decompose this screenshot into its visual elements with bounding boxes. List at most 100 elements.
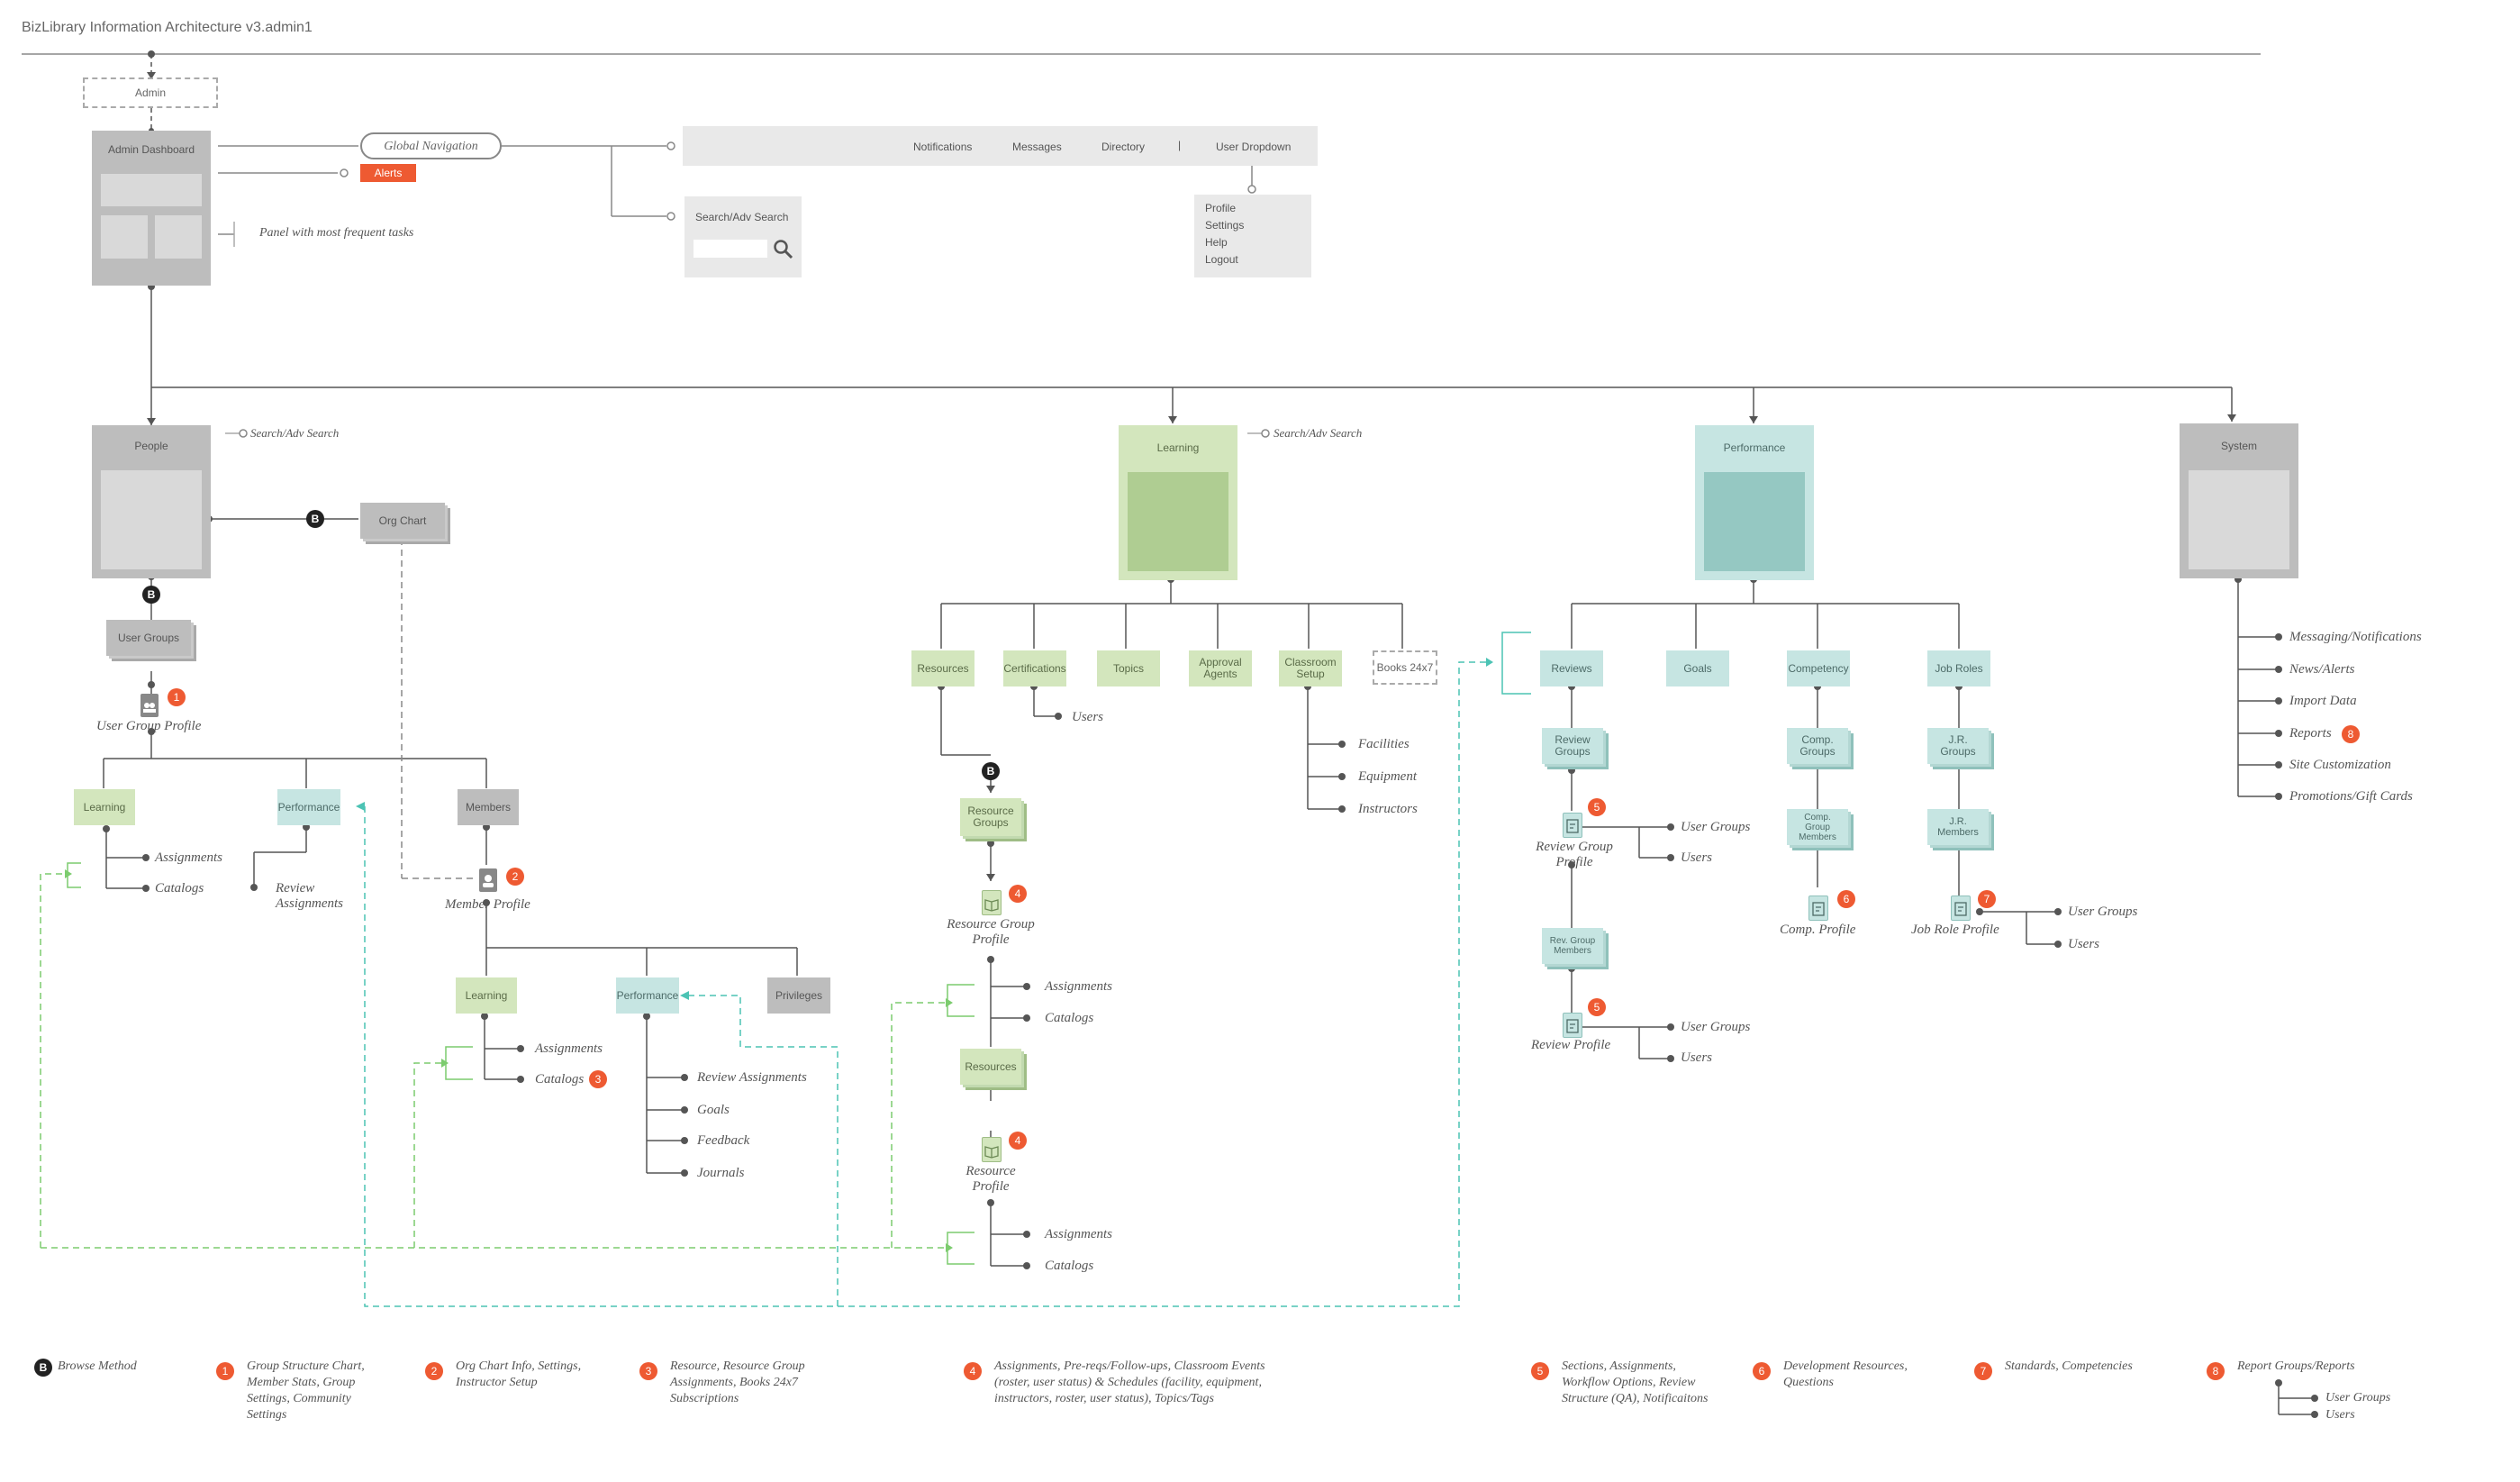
mp-assignments[interactable]: Assignments xyxy=(535,1041,603,1056)
rgp-user-groups[interactable]: User Groups xyxy=(1681,820,1751,834)
menu-item-profile[interactable]: Profile xyxy=(1205,202,1237,214)
badge-3: 3 xyxy=(589,1070,607,1088)
system-node[interactable]: System xyxy=(2180,423,2298,578)
rp-user-groups[interactable]: User Groups xyxy=(1681,1020,1751,1034)
members-node[interactable]: Members xyxy=(458,789,519,825)
system-site-customization[interactable]: Site Customization xyxy=(2289,758,2391,772)
menu-item-help[interactable]: Help xyxy=(1205,236,1228,249)
alerts-badge[interactable]: Alerts xyxy=(360,164,416,182)
ugp-performance-node[interactable]: Performance xyxy=(277,789,340,825)
ugp-review-assignments[interactable]: Review Assignments xyxy=(276,881,343,911)
system-panel xyxy=(2189,470,2289,569)
legend-5: Sections, Assignments,Workflow Options, … xyxy=(1562,1359,1709,1405)
ugp-catalogs[interactable]: Catalogs xyxy=(155,881,204,896)
system-promotions[interactable]: Promotions/Gift Cards xyxy=(2289,789,2413,804)
mp-journals[interactable]: Journals xyxy=(697,1166,745,1180)
resources-node[interactable]: Resources xyxy=(911,650,974,686)
legend-badge-8: 8 xyxy=(2207,1362,2225,1380)
global-navigation-node[interactable]: Global Navigation xyxy=(360,132,502,159)
goals-node[interactable]: Goals xyxy=(1666,650,1729,686)
resource-groups-node[interactable]: Resource Groups xyxy=(960,798,1021,836)
dashboard-panel-right xyxy=(155,215,202,259)
approval-agents-node[interactable]: Approval Agents xyxy=(1189,650,1252,686)
classroom-equipment[interactable]: Equipment xyxy=(1358,769,1417,784)
classroom-instructors[interactable]: Instructors xyxy=(1358,802,1418,816)
nav-messages[interactable]: Messages xyxy=(1012,141,1062,153)
performance-node[interactable]: Performance xyxy=(1695,425,1814,580)
legend-8-user-groups: User Groups xyxy=(2325,1391,2391,1405)
legend-8: Report Groups/Reports xyxy=(2237,1359,2355,1373)
nav-notifications[interactable]: Notifications xyxy=(913,141,973,153)
page-title: BizLibrary Information Architecture v3.a… xyxy=(22,20,313,35)
user-groups-node[interactable]: User Groups xyxy=(106,620,191,656)
mp-review-assignments[interactable]: Review Assignments xyxy=(697,1070,807,1085)
ugp-learning-node[interactable]: Learning xyxy=(74,789,135,825)
jr-groups-node[interactable]: J.R. Groups xyxy=(1927,728,1989,764)
org-chart-node[interactable]: Org Chart xyxy=(360,503,445,539)
people-label: People xyxy=(134,440,168,452)
rp-assignments[interactable]: Assignments xyxy=(1045,1227,1112,1241)
search-input[interactable] xyxy=(693,240,767,258)
review-profile-label: Review Profile xyxy=(1531,1038,1611,1052)
admin-dashboard-node[interactable]: Admin Dashboard xyxy=(92,131,211,286)
ugp-assignments[interactable]: Assignments xyxy=(155,850,222,865)
badge-5: 5 xyxy=(1588,998,1606,1016)
system-news-alerts[interactable]: News/Alerts xyxy=(2289,662,2355,677)
rp-users[interactable]: Users xyxy=(1681,1050,1713,1065)
job-roles-node[interactable]: Job Roles xyxy=(1927,650,1990,686)
rg-assignments[interactable]: Assignments xyxy=(1045,979,1112,994)
member-profile-icon xyxy=(479,868,497,892)
system-messaging[interactable]: Messaging/Notifications xyxy=(2289,630,2422,644)
reviews-node[interactable]: Reviews xyxy=(1540,650,1603,686)
system-reports[interactable]: Reports xyxy=(2289,726,2332,741)
people-node[interactable]: People xyxy=(92,425,211,578)
topics-node[interactable]: Topics xyxy=(1097,650,1160,686)
competency-node[interactable]: Competency xyxy=(1787,650,1850,686)
certifications-node[interactable]: Certifications xyxy=(1003,650,1066,686)
nav-user-dropdown[interactable]: User Dropdown xyxy=(1216,141,1292,153)
rg-catalogs[interactable]: Catalogs xyxy=(1045,1011,1094,1025)
menu-item-logout[interactable]: Logout xyxy=(1205,253,1238,266)
resources-list-node[interactable]: Resources xyxy=(960,1049,1021,1085)
legend-badge-6: 6 xyxy=(1753,1362,1771,1380)
jr-members-node[interactable]: J.R. Members xyxy=(1927,809,1989,845)
classroom-facilities[interactable]: Facilities xyxy=(1358,737,1410,751)
browse-badge: B xyxy=(142,586,160,604)
admin-node[interactable]: Admin xyxy=(83,77,218,108)
legend-badge-5: 5 xyxy=(1531,1362,1549,1380)
jrp-users[interactable]: Users xyxy=(2068,937,2100,951)
legend-2: Org Chart Info, Settings,Instructor Setu… xyxy=(456,1359,582,1389)
book-icon xyxy=(982,890,1002,915)
learning-node[interactable]: Learning xyxy=(1119,425,1237,580)
review-groups-node[interactable]: Review Groups xyxy=(1542,728,1603,764)
comp-group-members-node[interactable]: Comp. Group Members xyxy=(1787,809,1848,845)
nav-directory[interactable]: Directory xyxy=(1101,141,1146,153)
rgp-users[interactable]: Users xyxy=(1681,850,1713,865)
performance-label: Performance xyxy=(1723,441,1786,454)
mp-catalogs[interactable]: Catalogs xyxy=(535,1072,585,1086)
learning-search-note: Search/Adv Search xyxy=(1274,426,1363,440)
browse-badge: B xyxy=(982,762,1000,780)
mp-learning-node[interactable]: Learning xyxy=(456,977,517,1014)
rp-catalogs[interactable]: Catalogs xyxy=(1045,1259,1094,1273)
classroom-setup-node[interactable]: Classroom Setup xyxy=(1279,650,1342,686)
rev-group-members-node[interactable]: Rev. Group Members xyxy=(1542,928,1603,964)
global-nav-bar: Notifications Messages Directory | User … xyxy=(683,126,1318,166)
jrp-user-groups[interactable]: User Groups xyxy=(2068,905,2138,919)
mp-privileges-node[interactable]: Privileges xyxy=(767,977,830,1014)
system-import-data[interactable]: Import Data xyxy=(2289,694,2357,708)
search-icon[interactable] xyxy=(773,239,794,260)
mp-goals[interactable]: Goals xyxy=(697,1103,730,1117)
badge-4: 4 xyxy=(1009,1132,1027,1150)
legend-badge-7: 7 xyxy=(1974,1362,1992,1380)
member-profile-label: Member Profile xyxy=(445,897,530,912)
mp-performance-node[interactable]: Performance xyxy=(616,977,679,1014)
comp-groups-node[interactable]: Comp. Groups xyxy=(1787,728,1848,764)
mp-feedback[interactable]: Feedback xyxy=(697,1133,750,1148)
legend-browse-badge: B xyxy=(34,1359,52,1377)
search-adv-label: Search/Adv Search xyxy=(695,211,789,223)
menu-item-settings[interactable]: Settings xyxy=(1205,219,1245,232)
cert-users[interactable]: Users xyxy=(1072,710,1104,724)
books24x7-node[interactable]: Books 24x7 xyxy=(1373,650,1437,685)
